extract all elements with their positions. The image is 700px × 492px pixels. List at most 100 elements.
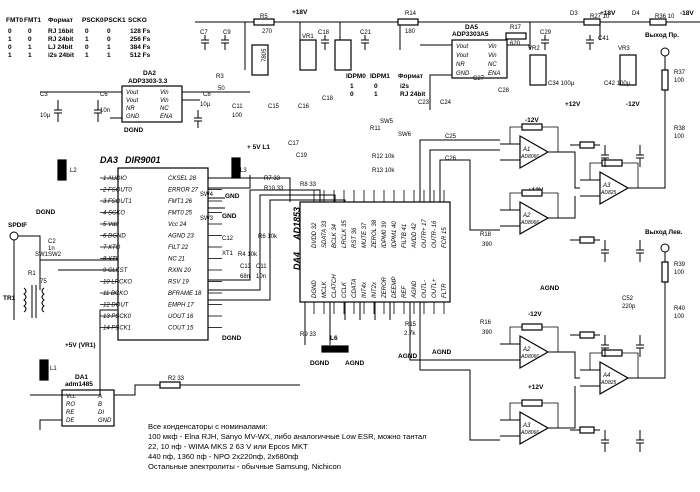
pin-label: OUTL+: [432, 278, 438, 298]
svg-text:ENA: ENA: [160, 114, 172, 120]
pin-label: 4 SCKO: [103, 211, 125, 217]
svg-text:C16: C16: [298, 104, 310, 110]
svg-text:C28: C28: [498, 88, 510, 94]
svg-text:10µ: 10µ: [200, 102, 211, 108]
svg-text:C18: C18: [322, 96, 334, 102]
svg-text:Формат: Формат: [398, 73, 423, 80]
svg-text:SW1: SW1: [35, 252, 49, 258]
opamp-type: AD8066: [520, 220, 539, 226]
svg-text:NR: NR: [126, 106, 135, 112]
opamp-triangle: [599, 170, 630, 206]
pin-label: REF: [402, 286, 408, 298]
svg-text:R17: R17: [510, 25, 522, 31]
svg-text:100: 100: [232, 113, 243, 119]
svg-text:DA3: DA3: [100, 155, 118, 165]
svg-text:384 Fs: 384 Fs: [130, 44, 151, 51]
note-line: 22, 10 нф - WIMA MKS 2 63 V или Epcos MK…: [148, 442, 308, 451]
pin-label: AGND 23: [167, 234, 194, 240]
svg-text:100: 100: [674, 78, 685, 84]
svg-text:R38: R38: [674, 126, 686, 132]
voltage-regulators: 7805 VR1 VR2 VR3: [251, 34, 637, 86]
ldo-da5: DA5 ADP3303A5 Vout Vout NR GND Vin Vin N…: [420, 24, 530, 110]
note-line: 440 пф, 1360 пф - NPO 2х220пф, 2х680пф: [148, 452, 299, 461]
svg-text:+18V: +18V: [600, 10, 616, 17]
svg-text:SW4: SW4: [200, 192, 214, 198]
svg-text:GND: GND: [126, 114, 140, 120]
svg-text:PSCK0: PSCK0: [82, 17, 104, 24]
svg-text:C26: C26: [445, 156, 457, 162]
fmt-h2: Формат: [48, 17, 73, 24]
svg-text:DIR9001: DIR9001: [125, 155, 161, 165]
pin-label: RST 36: [352, 227, 358, 248]
ldo-da2: DA2 ADP3303-3.3 Vout Vout NR GND Vin Vin…: [40, 70, 250, 134]
svg-text:1: 1: [107, 44, 111, 51]
svg-text:620: 620: [510, 41, 521, 47]
svg-text:0: 0: [107, 36, 111, 43]
svg-text:C17: C17: [288, 141, 300, 147]
svg-text:SPDIF: SPDIF: [8, 222, 27, 229]
feedback-wire: [509, 192, 559, 218]
svg-text:Выход Лев.: Выход Лев.: [645, 229, 683, 236]
rail-resistors: [253, 18, 667, 40]
svg-text:R12 10k: R12 10k: [372, 154, 395, 160]
svg-text:AGND: AGND: [345, 360, 364, 367]
pin-label: LRCLK 35: [342, 220, 348, 248]
pin-label: FILT 22: [168, 245, 189, 251]
svg-text:1: 1: [107, 52, 111, 59]
svg-text:+18V: +18V: [292, 9, 308, 16]
pin-label: RSV 19: [168, 280, 189, 286]
svg-text:512 Fs: 512 Fs: [130, 52, 151, 59]
svg-text:A: A: [97, 394, 102, 400]
rc-resistor: [579, 236, 595, 244]
svg-text:SW5: SW5: [380, 119, 394, 125]
svg-text:ADP3303-3.3: ADP3303-3.3: [128, 78, 168, 85]
svg-text:AGND: AGND: [432, 349, 451, 356]
opamp-type: AD8066: [520, 430, 539, 436]
svg-text:DA4: DA4: [292, 252, 302, 270]
pin-label: AVDD 42: [412, 223, 418, 249]
rc-resistor: [579, 331, 595, 339]
feedback-wire: [509, 326, 559, 352]
svg-text:C9: C9: [223, 30, 231, 36]
pin-label: 2 FSOUT0: [102, 188, 132, 194]
svg-text:DA5: DA5: [465, 24, 478, 31]
feedback-wire: [589, 352, 639, 378]
svg-text:Vout: Vout: [126, 98, 138, 104]
svg-text:0: 0: [107, 28, 111, 35]
svg-text:100: 100: [674, 314, 685, 320]
pin-label: DEEMP: [392, 277, 398, 298]
svg-text:i2s: i2s: [400, 83, 409, 90]
svg-text:1n: 1n: [48, 246, 55, 252]
svg-text:IDPM0: IDPM0: [346, 73, 366, 80]
pin-label: ZEROL 38: [372, 219, 378, 249]
svg-text:R4 10k: R4 10k: [238, 252, 258, 258]
pin-label: DVDD 32: [312, 222, 318, 248]
svg-text:RE: RE: [66, 410, 75, 416]
svg-text:R27 10: R27 10: [590, 14, 610, 20]
pin-label: 6 DGND: [103, 234, 126, 240]
svg-text:R7 33: R7 33: [264, 176, 281, 182]
svg-text:C27: C27: [473, 76, 485, 82]
svg-text:SW2: SW2: [48, 252, 62, 258]
svg-text:R6 10k: R6 10k: [258, 234, 278, 240]
opamp-type: AD8066: [520, 154, 539, 160]
summing-wires: [565, 151, 580, 429]
svg-text:R37: R37: [674, 70, 686, 76]
svg-text:-12V: -12V: [626, 101, 640, 108]
feedback-wire: [589, 162, 639, 188]
svg-text:L6: L6: [330, 335, 338, 342]
svg-text:C19: C19: [296, 153, 308, 159]
svg-text:NC: NC: [160, 106, 169, 112]
svg-text:10µ: 10µ: [40, 113, 51, 119]
feedback-resistor: [521, 399, 543, 407]
svg-text:RJ 16bit: RJ 16bit: [48, 28, 74, 35]
svg-text:DGND: DGND: [36, 209, 55, 216]
pin-label: MUTE 37: [362, 222, 368, 248]
svg-text:R15: R15: [405, 322, 417, 328]
